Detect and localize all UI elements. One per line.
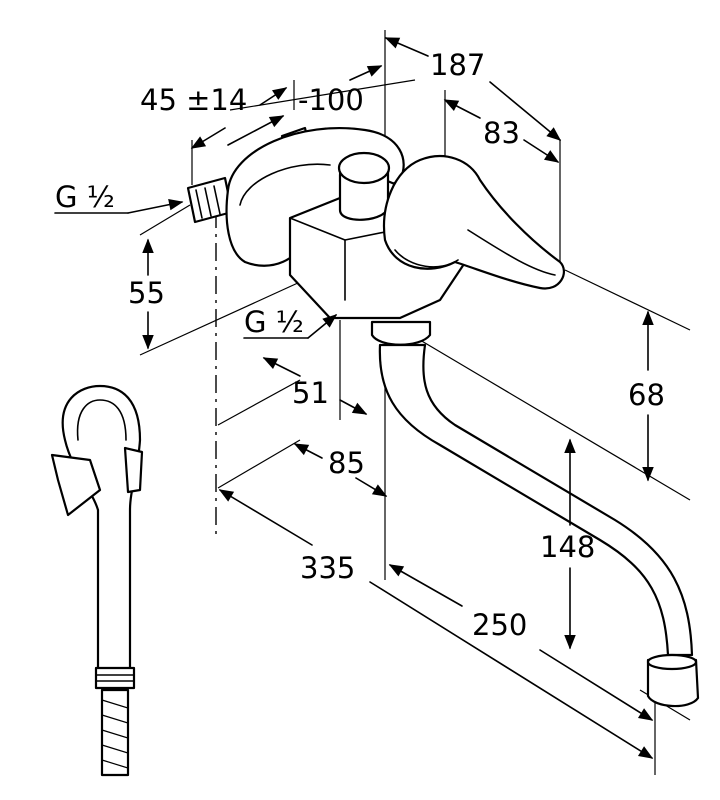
dimension-lines (54, 37, 654, 759)
dim-100: -100 (298, 83, 364, 117)
thread-label-mid: G ½ (244, 305, 304, 339)
dim-335: 335 (300, 551, 355, 585)
dim-51: 51 (292, 376, 329, 410)
dim-148: 148 (540, 530, 595, 564)
dim-85: 85 (328, 446, 365, 480)
hand-shower-icon (50, 384, 144, 777)
faucet-icon (186, 126, 700, 708)
dim-45: 45 ±14 (140, 83, 247, 117)
thread-label-top: G ½ (55, 180, 115, 214)
dim-55: 55 (128, 276, 165, 310)
dim-187: 187 (430, 48, 485, 82)
dim-68: 68 (628, 378, 665, 412)
dim-250: 250 (472, 608, 527, 642)
dimension-labels: 187 45 ±14 -100 83 G ½ 55 G ½ 68 51 85 1… (55, 48, 665, 642)
dim-83: 83 (483, 116, 520, 150)
